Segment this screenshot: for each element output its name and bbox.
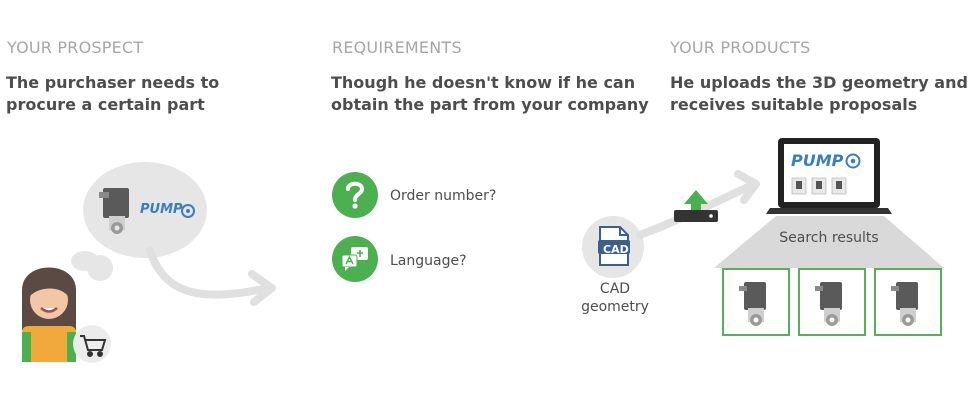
products-desc-line1: He uploads the 3D geometry and: [670, 73, 968, 92]
purchaser-avatar: [22, 267, 76, 362]
laptop-icon: [766, 138, 892, 214]
requirements-desc-line1: Though he doesn't know if he can: [331, 73, 636, 92]
valve-icon: [815, 282, 842, 326]
bubble-logo-gear-icon: [181, 204, 195, 218]
question-mark-icon: [346, 181, 365, 209]
language-icon: [341, 247, 368, 271]
thought-bubble: [83, 162, 207, 258]
shopping-cart-icon: [80, 335, 107, 357]
cad-label-line1: CAD: [599, 281, 631, 297]
prospect-heading: YOUR PROSPECT: [7, 38, 144, 57]
valve-icon: [891, 282, 918, 326]
products-heading: YOUR PRODUCTS: [670, 38, 811, 57]
search-result-3[interactable]: [874, 268, 942, 336]
language-label: Language?: [390, 253, 467, 269]
cad-label-line2: geometry: [581, 299, 649, 315]
cad-file-icon: [598, 226, 630, 266]
cart-badge: [73, 325, 111, 363]
requirements-heading: REQUIREMENTS: [332, 38, 462, 57]
cad-badge-label: CAD: [603, 243, 629, 256]
laptop-pump-logo: PUMP: [791, 151, 844, 170]
search-result-1[interactable]: [722, 268, 790, 336]
prospect-desc-line1: The purchaser needs to: [6, 73, 220, 92]
search-result-2[interactable]: [798, 268, 866, 336]
prospect-arrow: [146, 246, 272, 299]
order-number-label: Order number?: [390, 188, 497, 204]
bubble-pump-logo: PUMP: [140, 202, 183, 217]
search-results-label: Search results: [779, 230, 879, 246]
language-badge: [332, 236, 378, 282]
search-results-panel: [714, 216, 944, 268]
prospect-illustration: [22, 162, 276, 363]
upload-icon: [674, 190, 718, 222]
prospect-desc-line2: procure a certain part: [6, 95, 205, 114]
order-number-badge: [332, 172, 378, 218]
thought-bubble-dot-mid: [71, 251, 99, 271]
laptop-logo-gear-icon: [845, 153, 861, 169]
products-desc-line2: receives suitable proposals: [670, 95, 918, 114]
products-illustration: [582, 138, 944, 278]
requirements-desc-line2: obtain the part from your company: [331, 95, 649, 114]
valve-icon: [99, 188, 129, 234]
valve-icon: [739, 282, 766, 326]
